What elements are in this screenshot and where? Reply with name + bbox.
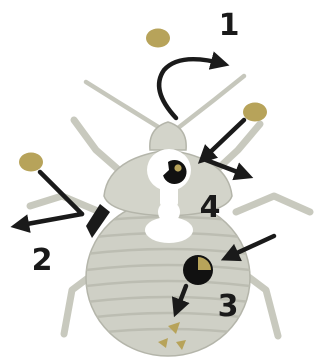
particle-dot-icon bbox=[243, 103, 267, 122]
step-label-4: 4 bbox=[200, 190, 221, 225]
step-label-1: 1 bbox=[219, 8, 240, 43]
step-label-2: 2 bbox=[32, 243, 53, 278]
curved-arrow-icon bbox=[159, 59, 224, 118]
arrow-out-left bbox=[16, 214, 82, 226]
particle-dot-icon bbox=[174, 164, 181, 171]
step-label-3: 3 bbox=[218, 289, 239, 324]
particle-dot-icon bbox=[146, 29, 170, 48]
arrow-in-left bbox=[40, 172, 82, 214]
particle-dot-icon bbox=[19, 153, 43, 172]
